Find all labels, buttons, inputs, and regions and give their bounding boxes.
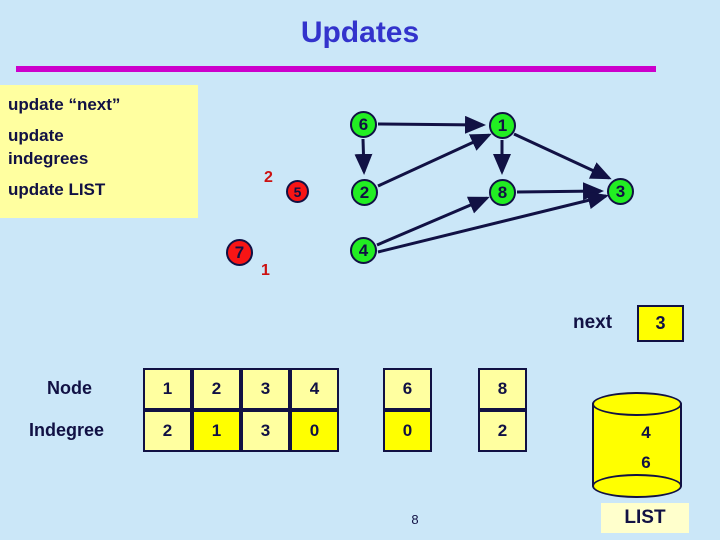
list-label: LIST [601, 503, 689, 533]
graph-node-7[interactable]: 7 [226, 239, 253, 266]
title-divider [16, 66, 656, 72]
note-spacer-2 [8, 170, 188, 178]
table-cell-indegree-8: 2 [478, 410, 527, 452]
graph-node-6[interactable]: 6 [350, 111, 377, 138]
table-cell-indegree-3: 3 [241, 410, 290, 452]
list-value-1: 4 [641, 423, 651, 442]
table-row-label-indegree: Indegree [29, 420, 105, 440]
cylinder-top [592, 392, 682, 416]
edge-1-3 [513, 132, 612, 180]
table-cell-node-1: 1 [143, 368, 192, 410]
table-cell-node-6: 6 [383, 368, 432, 410]
page-title: Updates [300, 16, 420, 49]
edge-2-1 [377, 133, 492, 188]
note-line-3: indegrees [8, 149, 89, 168]
next-value-box[interactable]: 3 [637, 305, 684, 342]
graph-node-2[interactable]: 2 [351, 179, 378, 206]
table-cell-indegree-2: 1 [192, 410, 241, 452]
cylinder-body [592, 404, 682, 486]
graph-node-8[interactable]: 8 [489, 179, 516, 206]
table-cell-node-3: 3 [241, 368, 290, 410]
edge-4-8 [376, 196, 490, 247]
list-values: 4 6 [592, 418, 682, 478]
update-steps-note: update “next” update indegrees update LI… [0, 85, 198, 218]
graph-badge-near-5: 2 [264, 169, 273, 186]
table-cell-node-8: 8 [478, 368, 527, 410]
graph-badge-near-7: 1 [261, 262, 270, 279]
list-cylinder: 4 6 [592, 392, 682, 498]
note-line-4: update LIST [8, 180, 106, 199]
next-label: next [573, 312, 613, 333]
cylinder-bottom [592, 474, 682, 498]
edge-6-2 [354, 138, 373, 175]
graph-node-3[interactable]: 3 [607, 178, 634, 205]
note-line-1: update “next” [8, 95, 121, 114]
edge-4-3 [377, 191, 609, 254]
graph-node-5[interactable]: 5 [286, 180, 309, 203]
graph-node-1[interactable]: 1 [489, 112, 516, 139]
table-cell-node-4: 4 [290, 368, 339, 410]
graph-node-4[interactable]: 4 [350, 237, 377, 264]
page-number: 8 [411, 512, 419, 527]
table-cell-node-2: 2 [192, 368, 241, 410]
note-line-2: update [8, 126, 64, 145]
table-cell-indegree-6: 0 [383, 410, 432, 452]
table-cell-indegree-1: 2 [143, 410, 192, 452]
table-cell-indegree-4: 0 [290, 410, 339, 452]
note-spacer [8, 116, 188, 124]
edge-6-1 [377, 115, 486, 134]
list-value-2: 6 [641, 453, 651, 472]
table-row-label-node: Node [47, 378, 92, 398]
edge-8-3 [516, 182, 604, 201]
